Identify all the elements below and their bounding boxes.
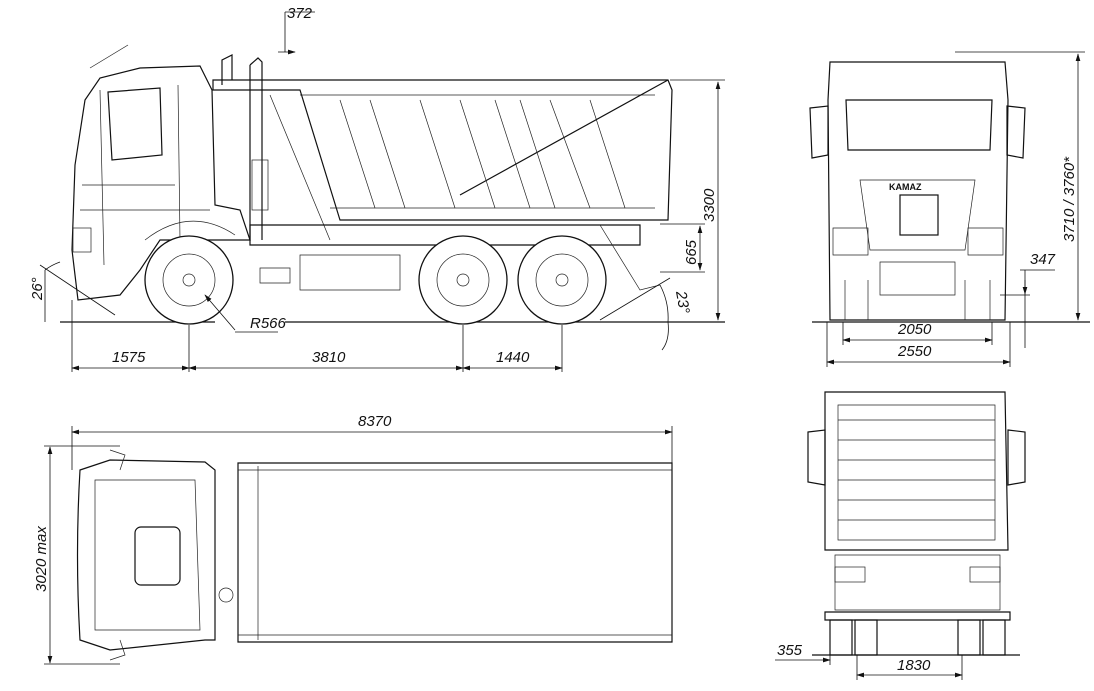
cab [71,44,251,301]
dim-355: 355 [777,642,803,659]
dump-body-top [237,462,673,643]
rear-view: 1830 355 [775,391,1026,680]
dim-2550: 2550 [897,343,932,360]
dim-3300: 3300 [701,188,718,222]
side-view: 372 3300 665 26° 23° R566 1575 3810 1440 [29,5,725,372]
top-view: 8370 3020 max [33,413,673,665]
dim-347: 347 [1030,251,1056,268]
kamaz-logo: KAMAZ [889,182,922,192]
dim-approach-angle: 26° [29,277,46,301]
rear-wheel-1 [418,235,508,325]
dim-2050: 2050 [897,321,932,338]
headlight [72,227,92,253]
rear-wheel-2 [517,235,607,325]
grille [899,194,939,236]
dim-1830: 1830 [897,657,931,674]
front-wheel [144,235,234,325]
rear-tire [829,619,853,656]
dim-1575: 1575 [112,349,146,366]
tank [251,159,269,211]
cab-front [827,61,1009,321]
dim-departure-angle: 23° [672,289,693,315]
front-view: KAMAZ 3710 / 3760* 347 2050 2550 [809,51,1090,367]
dump-body [212,79,673,241]
mirrors [809,105,1026,159]
dim-8370: 8370 [358,413,392,430]
dim-r566: R566 [250,315,287,332]
rear-tire [982,619,1006,656]
rear-tire [854,619,878,656]
dump-body-rear [824,391,1009,551]
cab-window [107,87,163,161]
dim-3710-3760: 3710 / 3760* [1061,156,1078,242]
dim-1440: 1440 [496,349,530,366]
dim-3020-max: 3020 max [33,526,50,592]
rear-tire [957,619,981,656]
dim-3810: 3810 [312,349,346,366]
cab-top [76,459,216,651]
windshield [845,99,993,151]
dim-372: 372 [287,5,313,22]
roof-hatch [134,526,181,586]
dim-665: 665 [683,239,700,265]
